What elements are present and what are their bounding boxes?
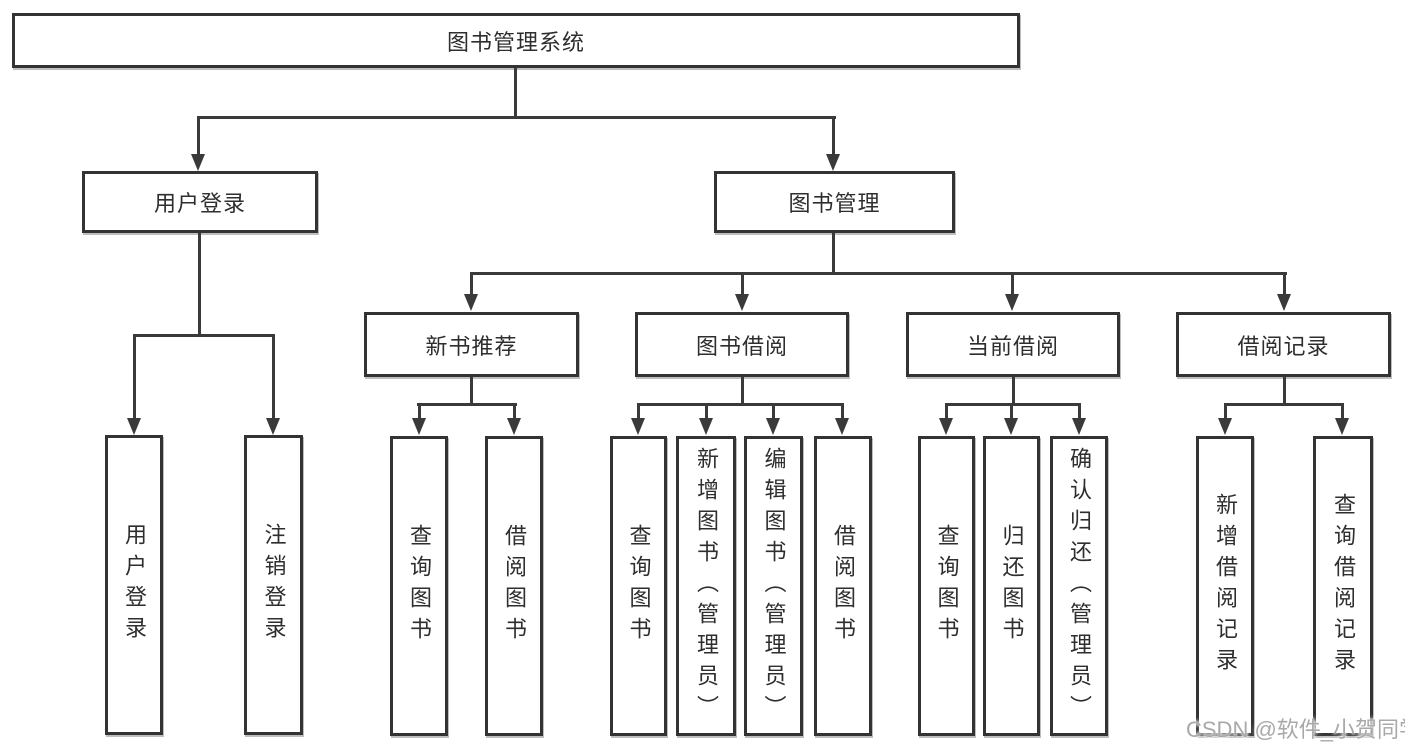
- node-book-borrow: 图书借阅: [635, 312, 849, 377]
- leaf-recommend-borrow-book: 借阅图书: [485, 436, 543, 736]
- node-borrow-records: 借阅记录: [1176, 312, 1391, 377]
- connector-current-drop1: [945, 403, 948, 420]
- arrowhead: [464, 294, 478, 311]
- connector-bookmgmt-drop1: [470, 272, 473, 296]
- leaf-label: 查询图书: [934, 524, 960, 648]
- arrowhead: [835, 418, 849, 435]
- arrowhead: [1335, 418, 1349, 435]
- connector-bookmgmt-drop4: [1283, 272, 1286, 296]
- leaf-borrow-book: 借阅图书: [814, 436, 872, 736]
- node-current-borrow-label: 当前借阅: [966, 333, 1059, 359]
- connector-borrow-drop3: [772, 403, 775, 420]
- arrowhead: [631, 418, 645, 435]
- connector-records-drop2: [1341, 403, 1344, 420]
- node-root-label: 图书管理系统: [446, 29, 585, 55]
- leaf-logout: 注销登录: [244, 435, 303, 735]
- connector-userlogin-stub: [198, 233, 201, 337]
- arrowhead: [826, 154, 840, 171]
- connector-bookmgmt-hline: [470, 272, 1287, 275]
- arrowhead: [266, 418, 280, 435]
- connector-userlogin-drop2: [272, 334, 275, 420]
- node-user-login-label: 用户登录: [153, 191, 246, 216]
- arrowhead: [1004, 418, 1018, 435]
- connector-records-stub: [1283, 377, 1286, 406]
- leaf-label: 查询借阅记录: [1331, 493, 1356, 679]
- connector-root-stub: [514, 68, 517, 119]
- arrowhead: [127, 418, 141, 435]
- connector-recommend-stub: [470, 377, 473, 406]
- connector-bookmgmt-drop3: [1011, 272, 1014, 296]
- connector-borrow-drop4: [841, 403, 844, 420]
- node-new-book-recommend: 新书推荐: [364, 312, 579, 377]
- connector-borrow-hline: [637, 403, 844, 406]
- arrowhead: [1218, 418, 1232, 435]
- arrowhead: [507, 418, 521, 435]
- leaf-label: 确认归还（管理员）: [1067, 446, 1092, 726]
- leaf-label: 新增借阅记录: [1213, 493, 1238, 679]
- connector-records-hline: [1224, 403, 1344, 406]
- leaf-user-login-label: 用户登录: [122, 523, 147, 647]
- arrowhead: [191, 154, 205, 171]
- leaf-label: 编辑图书（管理员）: [761, 446, 787, 726]
- node-new-book-recommend-label: 新书推荐: [425, 333, 518, 359]
- arrowhead: [735, 294, 749, 311]
- arrowhead: [1072, 418, 1086, 435]
- connector-root-drop-right: [832, 116, 835, 156]
- leaf-borrow-query-book: 查询图书: [610, 436, 667, 736]
- connector-bookmgmt-stub: [832, 233, 835, 275]
- node-current-borrow: 当前借阅: [906, 312, 1120, 377]
- connector-current-drop2: [1010, 403, 1013, 420]
- leaf-label: 查询图书: [407, 524, 432, 648]
- connector-userlogin-drop1: [133, 334, 136, 420]
- connector-current-hline: [945, 403, 1081, 406]
- leaf-label: 归还图书: [999, 524, 1025, 648]
- leaf-query-borrow-record: 查询借阅记录: [1313, 436, 1373, 736]
- node-book-mgmt: 图书管理: [714, 171, 955, 233]
- node-user-login: 用户登录: [82, 171, 318, 233]
- arrowhead: [1277, 294, 1291, 311]
- connector-bookmgmt-drop2: [741, 272, 744, 296]
- connector-borrow-drop1: [637, 403, 640, 420]
- node-root: 图书管理系统: [12, 13, 1020, 68]
- node-book-borrow-label: 图书借阅: [695, 333, 788, 359]
- connector-current-drop3: [1078, 403, 1081, 420]
- leaf-recommend-query-book: 查询图书: [390, 436, 448, 736]
- leaf-confirm-return-admin: 确认归还（管理员）: [1050, 436, 1108, 736]
- connector-root-drop-left: [197, 116, 200, 156]
- connector-recommend-drop2: [513, 403, 516, 420]
- leaf-label: 新增图书（管理员）: [694, 446, 719, 726]
- connector-root-hline: [197, 116, 836, 119]
- csdn-watermark: CSDN @软件_小贺同学: [1186, 717, 1405, 742]
- arrowhead: [412, 418, 426, 435]
- connector-recommend-drop1: [418, 403, 421, 420]
- leaf-return-book: 归还图书: [983, 436, 1040, 736]
- connector-records-drop1: [1224, 403, 1227, 420]
- leaf-user-login: 用户登录: [105, 435, 163, 735]
- node-book-mgmt-label: 图书管理: [788, 191, 881, 216]
- leaf-logout-label: 注销登录: [261, 523, 287, 647]
- arrowhead: [1005, 294, 1019, 311]
- leaf-add-book-admin: 新增图书（管理员）: [676, 436, 736, 736]
- leaf-current-query-book: 查询图书: [918, 436, 975, 736]
- connector-borrow-stub: [741, 377, 744, 406]
- connector-borrow-drop2: [705, 403, 708, 420]
- connector-recommend-hline: [417, 403, 517, 406]
- leaf-label: 借阅图书: [831, 524, 856, 648]
- node-borrow-records-label: 借阅记录: [1237, 333, 1330, 359]
- leaf-label: 借阅图书: [502, 524, 527, 648]
- connector-current-stub: [1012, 377, 1015, 406]
- connector-userlogin-hline: [133, 334, 275, 337]
- leaf-label: 查询图书: [626, 524, 652, 648]
- leaf-add-borrow-record: 新增借阅记录: [1196, 436, 1254, 736]
- arrowhead: [939, 418, 953, 435]
- arrowhead: [699, 418, 713, 435]
- leaf-edit-book-admin: 编辑图书（管理员）: [744, 436, 803, 736]
- arrowhead: [766, 418, 780, 435]
